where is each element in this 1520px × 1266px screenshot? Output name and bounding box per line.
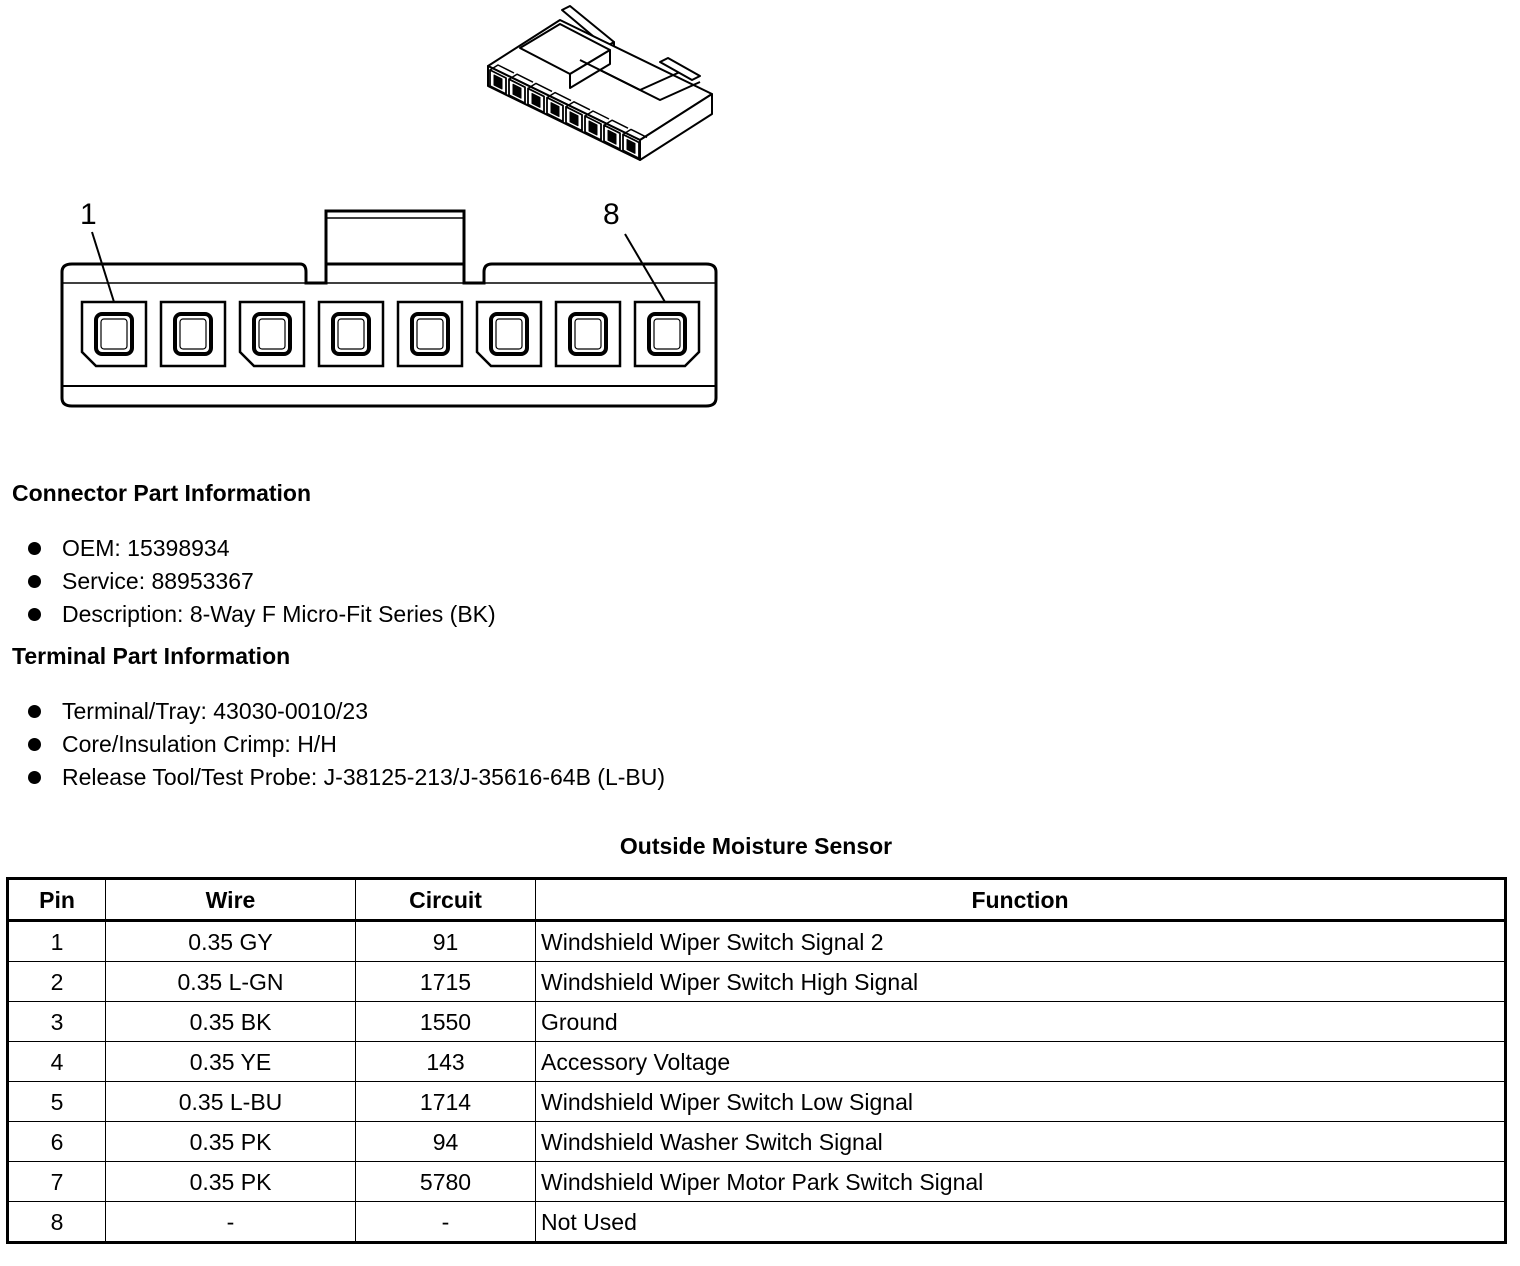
bullet-icon [28, 542, 41, 555]
cell-function: Windshield Wiper Switch Signal 2 [535, 920, 1506, 962]
table-row: 1 0.35 GY 91 Windshield Wiper Switch Sig… [7, 920, 1506, 962]
cell-wire: 0.35 L-BU [105, 1081, 356, 1122]
list-item: OEM: 15398934 [28, 532, 496, 565]
list-item: Core/Insulation Crimp: H/H [28, 728, 665, 761]
bullet-icon [28, 705, 41, 718]
cell-circuit: - [355, 1201, 536, 1243]
terminal-cavity [546, 91, 572, 123]
terminal-info-list: Terminal/Tray: 43030-0010/23 Core/Insula… [28, 695, 665, 794]
cell-circuit: 94 [355, 1121, 536, 1162]
table-row: 7 0.35 PK 5780 Windshield Wiper Motor Pa… [7, 1161, 1506, 1202]
table-header-row: Pin Wire Circuit Function [7, 878, 1506, 921]
list-item: Description: 8-Way F Micro-Fit Series (B… [28, 598, 496, 631]
bullet-icon [28, 608, 41, 621]
cell-wire: 0.35 PK [105, 1161, 356, 1202]
header-pin: Pin [7, 878, 106, 921]
connector-diagram: 1 8 [60, 5, 718, 408]
cell-circuit: 1714 [355, 1081, 536, 1122]
cell-pin: 2 [7, 961, 106, 1002]
terminal-cavity [622, 128, 648, 160]
connector-illustration [487, 5, 713, 161]
terminal-cavity [489, 64, 515, 95]
cell-wire: 0.35 YE [105, 1041, 356, 1082]
terminal-cavity [317, 300, 385, 368]
cell-function: Not Used [535, 1201, 1506, 1243]
terminal-cavity [603, 119, 629, 151]
pin-1-label: 1 [80, 198, 97, 231]
terminal-cavity [475, 300, 543, 368]
list-item: Terminal/Tray: 43030-0010/23 [28, 695, 665, 728]
cell-circuit: 91 [355, 920, 536, 962]
connector-info-heading: Connector Part Information [12, 480, 312, 506]
cell-pin: 5 [7, 1081, 106, 1122]
cell-pin: 3 [7, 1001, 106, 1042]
terminal-cavity [396, 300, 464, 368]
cell-wire: 0.35 L-GN [105, 961, 356, 1002]
bullet-icon [28, 738, 41, 751]
cell-wire: 0.35 GY [105, 920, 356, 962]
table-row: 3 0.35 BK 1550 Ground [7, 1001, 1506, 1042]
cell-pin: 7 [7, 1161, 106, 1202]
connector-front-view [60, 209, 718, 408]
terminal-cavity [554, 300, 622, 368]
cell-pin: 6 [7, 1121, 106, 1162]
cell-function: Windshield Wiper Motor Park Switch Signa… [535, 1161, 1506, 1202]
pin-1-leader [91, 231, 115, 303]
cell-pin: 1 [7, 920, 106, 962]
cell-function: Accessory Voltage [535, 1041, 1506, 1082]
cell-function: Windshield Wiper Switch High Signal [535, 961, 1506, 1002]
table-row: 6 0.35 PK 94 Windshield Washer Switch Si… [7, 1121, 1506, 1162]
bullet-icon [28, 575, 41, 588]
terminal-cavity [565, 101, 591, 132]
list-item: Release Tool/Test Probe: J-38125-213/J-3… [28, 761, 665, 794]
header-circuit: Circuit [355, 878, 536, 921]
cell-circuit: 1550 [355, 1001, 536, 1042]
header-wire: Wire [105, 878, 356, 921]
connector-info-list: OEM: 15398934 Service: 88953367 Descript… [28, 532, 496, 631]
cell-pin: 8 [7, 1201, 106, 1243]
pin-8-leader [624, 233, 666, 303]
terminal-cavity [633, 300, 701, 368]
terminal-info-heading: Terminal Part Information [12, 643, 291, 669]
header-function: Function [535, 878, 1506, 921]
cell-function: Windshield Wiper Switch Low Signal [535, 1081, 1506, 1122]
pinout-table: Pin Wire Circuit Function 1 0.35 GY 91 W… [6, 877, 1507, 1244]
terminal-cavity [80, 300, 148, 368]
cell-wire: 0.35 PK [105, 1121, 356, 1162]
bullet-icon [28, 771, 41, 784]
table-row: 8 - - Not Used [7, 1201, 1506, 1243]
cell-circuit: 5780 [355, 1161, 536, 1202]
terminal-cavity [238, 300, 306, 368]
list-item: Service: 88953367 [28, 565, 496, 598]
cell-circuit: 1715 [355, 961, 536, 1002]
terminal-cavity [527, 82, 553, 114]
cell-function: Ground [535, 1001, 1506, 1042]
cell-function: Windshield Washer Switch Signal [535, 1121, 1506, 1162]
terminal-cavity [159, 300, 227, 368]
terminal-cavity [584, 110, 610, 141]
cell-circuit: 143 [355, 1041, 536, 1082]
table-title: Outside Moisture Sensor [619, 833, 893, 859]
pin-8-label: 8 [603, 198, 620, 231]
cell-pin: 4 [7, 1041, 106, 1082]
table-row: 4 0.35 YE 143 Accessory Voltage [7, 1041, 1506, 1082]
terminal-cavity [508, 73, 534, 105]
table-row: 2 0.35 L-GN 1715 Windshield Wiper Switch… [7, 961, 1506, 1002]
cell-wire: - [105, 1201, 356, 1243]
cell-wire: 0.35 BK [105, 1001, 356, 1042]
table-row: 5 0.35 L-BU 1714 Windshield Wiper Switch… [7, 1081, 1506, 1122]
